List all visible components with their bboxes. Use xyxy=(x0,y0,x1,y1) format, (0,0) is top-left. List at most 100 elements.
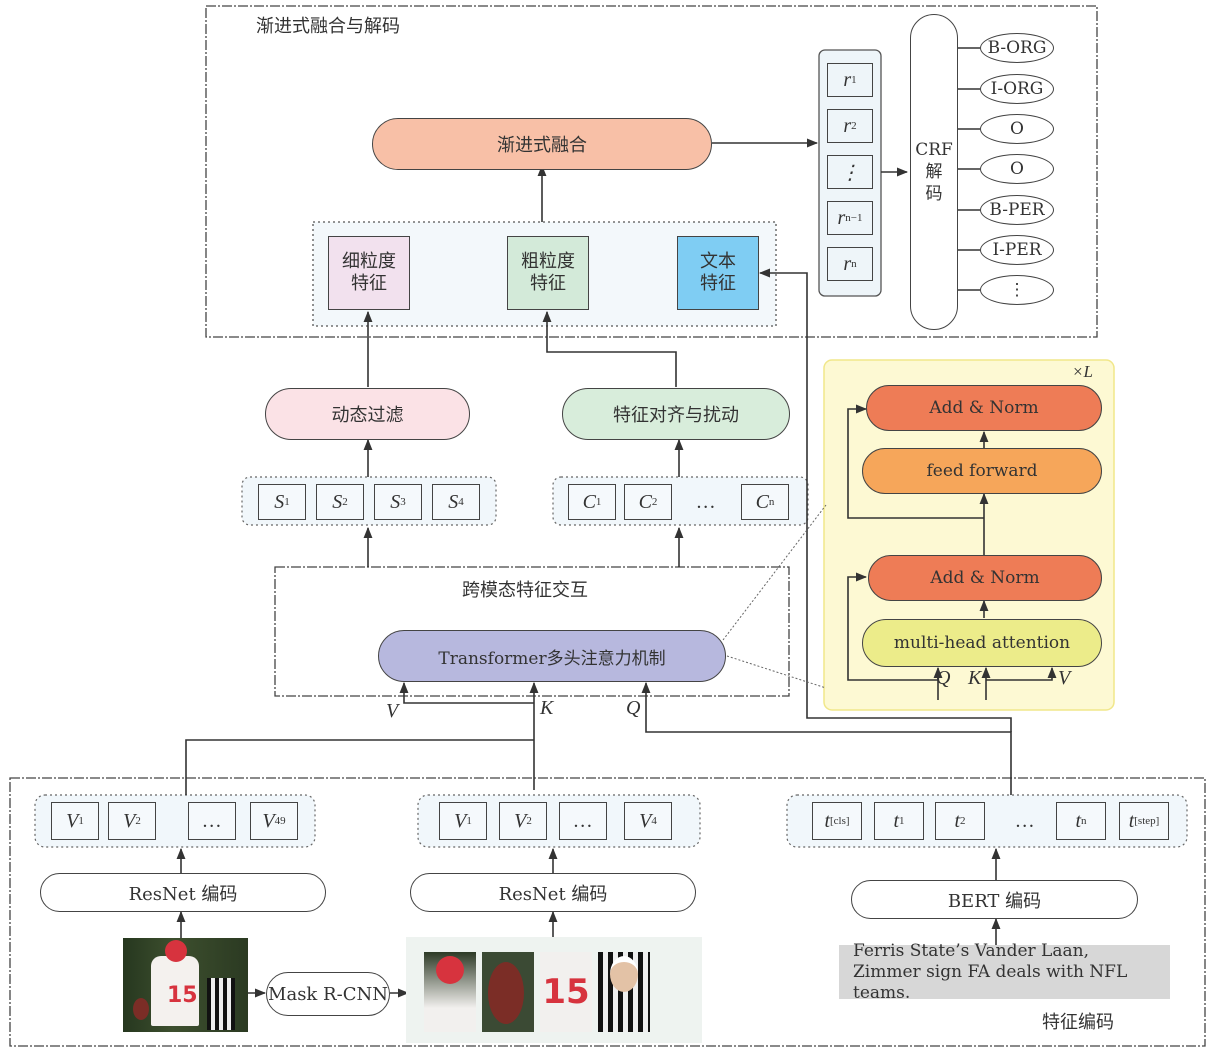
jersey-crop: 15 xyxy=(540,952,592,1032)
crf-label-3: 码 xyxy=(925,184,943,204)
vector-symbol: r xyxy=(843,252,852,275)
vector-subscript: n xyxy=(768,496,775,508)
encoding-section-border xyxy=(9,777,1206,1047)
vector-subscript: [cls] xyxy=(830,815,850,827)
add-norm-bottom-node[interactable]: Add & Norm xyxy=(868,555,1102,601)
progressive-fusion-node[interactable]: 渐进式融合 xyxy=(372,118,712,170)
feature-align-node[interactable]: 特征对齐与扰动 xyxy=(562,388,790,440)
coarse-feature-label-1: 粗粒度 xyxy=(521,251,575,272)
vector-symbol: t xyxy=(954,809,961,832)
ner-tag-1[interactable]: I-ORG xyxy=(980,74,1054,104)
crf-decoder-node[interactable]: CRF 解 码 xyxy=(910,14,958,330)
vector-subscript: 2 xyxy=(851,120,857,132)
multi-head-attention-node[interactable]: multi-head attention xyxy=(862,619,1102,667)
object-v-vector-2[interactable]: … xyxy=(559,802,607,840)
vector-symbol: r xyxy=(837,206,846,229)
vector-symbol: t xyxy=(824,809,830,832)
vector-subscript: [step] xyxy=(1134,815,1160,827)
add-norm-top-node[interactable]: Add & Norm xyxy=(866,385,1102,431)
vector-subscript: 4 xyxy=(458,496,464,508)
resnet-global-encoder[interactable]: ResNet 编码 xyxy=(40,873,326,912)
fine-grained-feature-box[interactable]: 细粒度 特征 xyxy=(328,236,410,310)
vector-subscript: n xyxy=(851,258,857,270)
ner-tag-0[interactable]: B-ORG xyxy=(980,33,1054,63)
ner-tag-2[interactable]: O xyxy=(980,114,1054,144)
transformer-attention-node[interactable]: Transformer多头注意力机制 xyxy=(378,630,726,682)
fusion-section-border xyxy=(205,5,1098,338)
vector-symbol: S xyxy=(332,490,343,513)
feed-forward-node[interactable]: feed forward xyxy=(862,448,1102,494)
input-sentence: Ferris State’s Vander Laan, Zimmer sign … xyxy=(839,941,1170,1003)
text-t-vector-3[interactable]: … xyxy=(1000,802,1050,840)
detail-v-label: V xyxy=(1058,667,1071,689)
vector-symbol: … xyxy=(1016,809,1034,832)
detail-k-label: K xyxy=(968,667,982,689)
vector-symbol: V xyxy=(66,809,79,832)
dynamic-filter-node[interactable]: 动态过滤 xyxy=(265,388,470,440)
vector-symbol: t xyxy=(1075,809,1082,832)
vector-subscript: 2 xyxy=(651,496,658,508)
vector-symbol: r xyxy=(843,114,852,137)
text-feature-label-2: 特征 xyxy=(700,273,736,294)
vector-subscript: 1 xyxy=(284,496,290,508)
vector-subscript: 4 xyxy=(651,815,657,827)
ner-tag-3[interactable]: O xyxy=(980,154,1054,184)
ner-tag-4[interactable]: B-PER xyxy=(980,195,1054,225)
c-vector-2[interactable]: … xyxy=(682,484,730,520)
fusion-section-title: 渐进式融合与解码 xyxy=(256,16,400,37)
vector-symbol: C xyxy=(582,490,596,513)
ner-tag-6[interactable]: ⋮ xyxy=(980,275,1054,305)
mask-rcnn-node[interactable]: Mask R-CNN xyxy=(266,972,390,1016)
crf-label: CRF xyxy=(915,140,953,160)
vector-subscript: 1 xyxy=(466,815,472,827)
vector-subscript: n xyxy=(1081,815,1087,827)
text-t-vector-0[interactable]: t[cls] xyxy=(812,802,862,840)
vector-subscript: 1 xyxy=(899,815,905,827)
resnet-object-encoder[interactable]: ResNet 编码 xyxy=(410,873,696,912)
vector-symbol: V xyxy=(123,809,136,832)
fine-feature-label-2: 特征 xyxy=(351,273,387,294)
vector-subscript: 1 xyxy=(851,74,857,86)
encoding-section-title: 特征编码 xyxy=(1042,1012,1114,1033)
vector-symbol: … xyxy=(697,490,715,513)
text-t-vector-5[interactable]: t[step] xyxy=(1119,802,1169,840)
vector-symbol: r xyxy=(843,68,852,91)
r-vector-2[interactable]: ⋮ xyxy=(827,155,873,189)
coarse-grained-feature-box[interactable]: 粗粒度 特征 xyxy=(507,236,589,310)
full-scene-photo: 15 xyxy=(123,938,248,1032)
vector-symbol: ⋮ xyxy=(840,161,860,184)
v-input-label: V xyxy=(386,700,399,722)
detail-q-label: Q xyxy=(936,667,951,689)
vector-symbol: … xyxy=(203,809,221,832)
vector-subscript: 2 xyxy=(960,815,966,827)
vector-symbol: S xyxy=(448,490,459,513)
text-feature-box[interactable]: 文本 特征 xyxy=(677,236,759,310)
fine-feature-label-1: 细粒度 xyxy=(342,251,396,272)
vector-symbol: C xyxy=(755,490,769,513)
global-v-vector-2[interactable]: … xyxy=(188,802,236,840)
ner-tag-5[interactable]: I-PER xyxy=(980,235,1054,265)
vector-symbol: S xyxy=(390,490,401,513)
bert-encoder[interactable]: BERT 编码 xyxy=(851,880,1138,919)
helmet-crop xyxy=(424,952,476,1032)
